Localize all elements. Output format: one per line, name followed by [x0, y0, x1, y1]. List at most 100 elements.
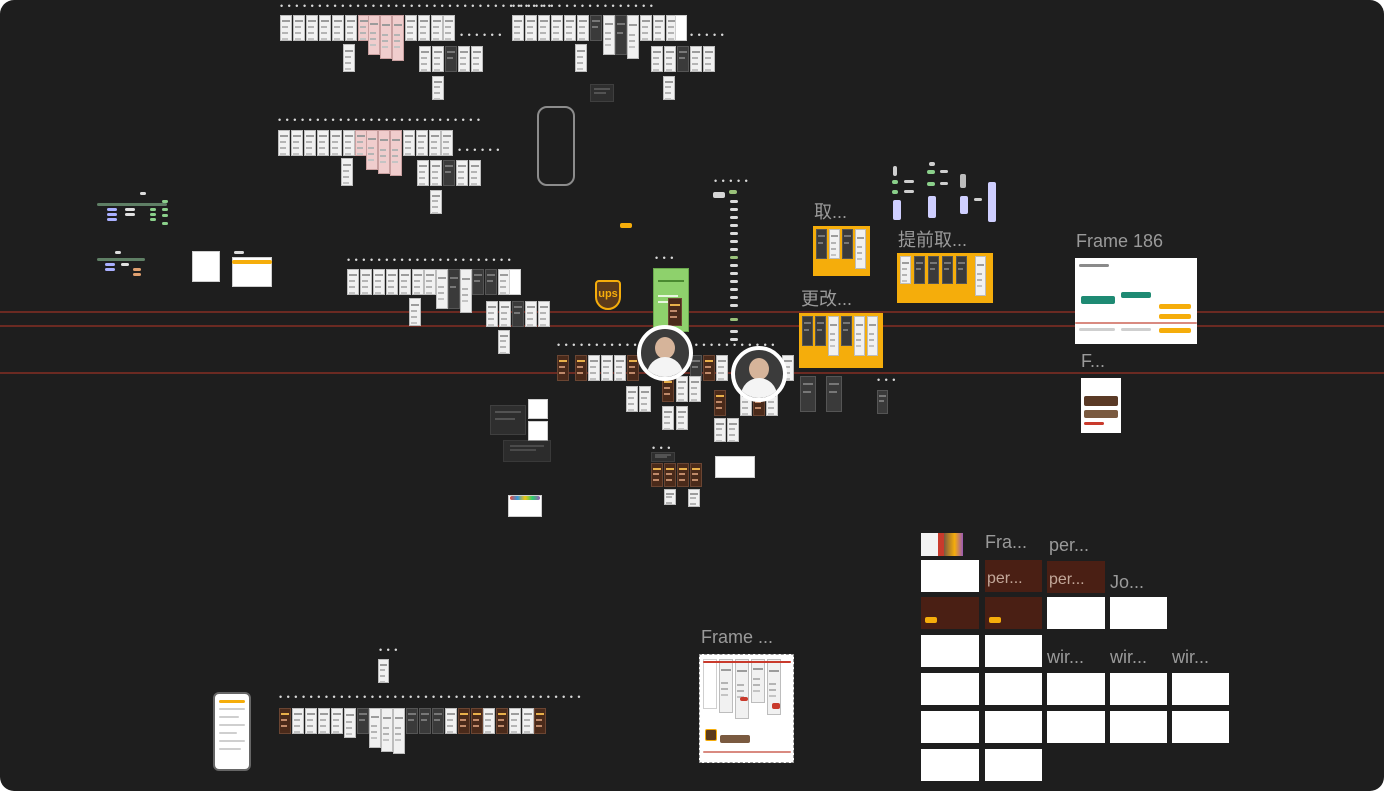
- wireframe-frame[interactable]: [378, 130, 390, 174]
- wireframe-frame[interactable]: [867, 316, 878, 356]
- blank-frame[interactable]: [1047, 711, 1105, 743]
- blank-frame[interactable]: [1172, 673, 1229, 705]
- wireframe-frame[interactable]: [469, 160, 481, 186]
- wireframe-frame[interactable]: [317, 130, 329, 156]
- wireframe-frame[interactable]: [393, 708, 405, 754]
- wireframe-frame[interactable]: [496, 708, 508, 734]
- wireframe-frame[interactable]: [664, 463, 676, 487]
- wireframe-frame[interactable]: [528, 421, 548, 441]
- wireframe-frame[interactable]: [278, 130, 290, 156]
- wireframe-frame[interactable]: [392, 15, 404, 61]
- wireframe-frame[interactable]: [418, 15, 430, 41]
- wireframe-frame[interactable]: [716, 355, 728, 381]
- blank-frame[interactable]: [1047, 597, 1105, 629]
- wireframe-frame[interactable]: [614, 355, 626, 381]
- wireframe-frame[interactable]: [330, 130, 342, 156]
- wireframe-frame[interactable]: [424, 269, 436, 295]
- wireframe-frame[interactable]: [538, 301, 550, 327]
- wireframe-frame[interactable]: [443, 15, 455, 41]
- frame-186[interactable]: [1075, 258, 1197, 344]
- wireframe-frame[interactable]: [430, 160, 442, 186]
- wireframe-frame[interactable]: [590, 15, 602, 41]
- wireframe-frame[interactable]: [345, 15, 357, 41]
- wireframe-frame[interactable]: [557, 355, 569, 381]
- wireframe-frame[interactable]: [715, 456, 755, 478]
- wireframe-frame[interactable]: [304, 130, 316, 156]
- wireframe-frame[interactable]: [900, 256, 911, 284]
- frame-label[interactable]: 更改...: [801, 289, 853, 309]
- wireframe-frame[interactable]: [676, 376, 688, 402]
- wireframe-frame[interactable]: [458, 46, 470, 72]
- wireframe-frame[interactable]: [564, 15, 576, 41]
- frame-label[interactable]: 取...: [814, 202, 848, 222]
- wireframe-frame[interactable]: [956, 256, 967, 284]
- yellow-tag[interactable]: [620, 223, 632, 228]
- wireframe-frame[interactable]: [458, 708, 470, 734]
- wireframe-frame[interactable]: [503, 440, 551, 462]
- wireframe-frame[interactable]: [448, 269, 460, 309]
- blank-frame[interactable]: [985, 749, 1042, 781]
- frame-label[interactable]: 提前取...: [898, 230, 968, 250]
- wireframe-frame[interactable]: [471, 46, 483, 72]
- wireframe-frame[interactable]: [688, 489, 700, 507]
- wireframe-frame[interactable]: [318, 708, 330, 734]
- wireframe-frame[interactable]: [802, 316, 813, 346]
- wireframe-frame[interactable]: [714, 418, 726, 442]
- wireframe-frame[interactable]: [675, 15, 687, 41]
- wireframe-frame[interactable]: [534, 708, 546, 734]
- wireframe-frame[interactable]: [499, 301, 511, 327]
- wireframe-frame[interactable]: [399, 269, 411, 295]
- wireframe-frame[interactable]: [357, 708, 369, 734]
- wireframe-frame[interactable]: [714, 390, 726, 416]
- wireframe-frame[interactable]: [508, 495, 542, 517]
- wireframe-frame[interactable]: [719, 659, 733, 713]
- wireframe-frame[interactable]: [735, 659, 749, 719]
- wireframe-frame[interactable]: [472, 269, 484, 295]
- wireframe-frame[interactable]: [486, 301, 498, 327]
- wireframe-frame[interactable]: [378, 659, 389, 683]
- frame-label[interactable]: Fra...: [985, 532, 1028, 552]
- blank-frame[interactable]: [1172, 711, 1229, 743]
- wireframe-frame[interactable]: [640, 15, 652, 41]
- wireframe-frame[interactable]: [341, 158, 353, 186]
- wireframe-frame[interactable]: [403, 130, 415, 156]
- phone-frame[interactable]: [213, 692, 251, 771]
- wireframe-frame[interactable]: [626, 386, 638, 412]
- frame-tiqianqu[interactable]: [897, 253, 993, 303]
- wireframe-frame[interactable]: [627, 355, 639, 381]
- wireframe-frame[interactable]: [690, 463, 702, 487]
- wireframe-frame[interactable]: [305, 708, 317, 734]
- wireframe-frame[interactable]: [877, 390, 888, 414]
- wireframe-frame[interactable]: [430, 190, 442, 214]
- wireframe-frame[interactable]: [417, 160, 429, 186]
- wireframe-frame[interactable]: [727, 418, 739, 442]
- wireframe-frame[interactable]: [767, 659, 781, 715]
- wireframe-frame[interactable]: [498, 330, 510, 354]
- wireframe-frame[interactable]: [369, 708, 381, 748]
- persona-frame[interactable]: [921, 597, 979, 629]
- wireframe-frame[interactable]: [663, 76, 675, 100]
- blank-frame[interactable]: [1110, 673, 1167, 705]
- wireframe-frame[interactable]: [525, 301, 537, 327]
- wireframe-frame[interactable]: [373, 269, 385, 295]
- wireframe-frame[interactable]: [390, 130, 402, 176]
- wireframe-frame[interactable]: [590, 84, 614, 102]
- wireframe-frame[interactable]: [551, 15, 563, 41]
- wireframe-frame[interactable]: [828, 316, 839, 356]
- wireframe-frame[interactable]: [522, 708, 534, 734]
- wireframe-frame[interactable]: [490, 405, 526, 435]
- wireframe-frame[interactable]: [412, 269, 424, 295]
- wireframe-frame[interactable]: [914, 256, 925, 284]
- wireframe-frame[interactable]: [432, 708, 444, 734]
- wireframe-frame[interactable]: [664, 489, 676, 505]
- wireframe-frame[interactable]: [368, 15, 380, 55]
- wireframe-frame[interactable]: [416, 130, 428, 156]
- wireframe-frame[interactable]: [360, 269, 372, 295]
- wireframe-frame[interactable]: [441, 130, 453, 156]
- blank-frame[interactable]: [985, 673, 1042, 705]
- wireframe-frame[interactable]: [668, 298, 682, 326]
- wireframe-frame[interactable]: [841, 316, 852, 346]
- wireframe-frame[interactable]: [653, 15, 665, 41]
- user-avatar-icon[interactable]: [731, 346, 787, 402]
- wireframe-frame[interactable]: [343, 130, 355, 156]
